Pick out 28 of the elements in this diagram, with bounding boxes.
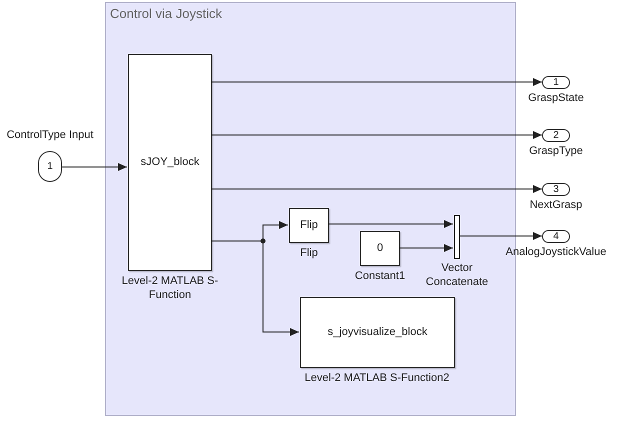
block-caption: Constant1 [354, 269, 406, 283]
port-symbol: 4 [542, 230, 570, 243]
block-caption: GraspState [528, 91, 584, 105]
block-caption: AnalogJoystickValue [506, 245, 606, 259]
port-symbol: 3 [542, 183, 570, 196]
function-block: Flip [289, 208, 329, 243]
bar-symbol [454, 215, 460, 259]
signal-line [62, 163, 128, 171]
signal-line [328, 220, 454, 228]
block-caption: NextGrasp [530, 198, 582, 212]
signal-line [458, 232, 542, 240]
port-symbol: 1 [542, 76, 570, 89]
block-caption: Vector Concatenate [424, 261, 490, 289]
block-caption: Level-2 MATLAB S-Function [120, 274, 220, 302]
signal-line [398, 244, 454, 252]
block-caption: ControlType Input [6, 128, 94, 142]
port-symbol: 2 [542, 129, 570, 142]
block-caption: GraspType [529, 144, 583, 158]
subsystem-title: Control via Joystick [110, 5, 222, 23]
block-caption: Flip [300, 246, 318, 260]
signal-line [210, 78, 542, 86]
function-block: 0 [360, 231, 400, 266]
signal-line [210, 185, 542, 193]
function-block: sJOY_block [128, 54, 212, 271]
port-symbol: 1 [38, 151, 62, 182]
function-block: s_joyvisualize_block [300, 297, 455, 368]
block-caption: Level-2 MATLAB S-Function2 [304, 371, 450, 385]
signal-line [210, 131, 542, 139]
